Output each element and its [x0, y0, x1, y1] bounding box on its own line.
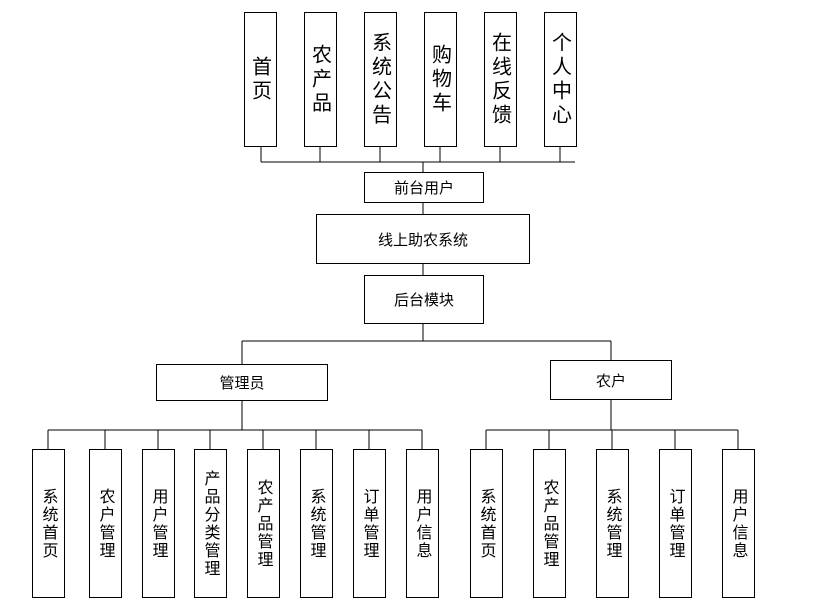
top-module-feedback: 在线反馈 [484, 12, 517, 147]
admin-module-label: 系统首页 [39, 487, 59, 560]
system-node: 线上助农系统 [316, 214, 530, 264]
top-module-label: 个人中心 [548, 31, 573, 128]
admin-module-user-mgmt: 用户管理 [142, 449, 175, 598]
farmer-module-label: 订单管理 [666, 487, 686, 560]
top-module-label: 系统公告 [368, 31, 393, 128]
farmer-module-order-mgmt: 订单管理 [659, 449, 692, 598]
backend-node: 后台模块 [364, 275, 484, 324]
admin-module-farmer-mgmt: 农户管理 [89, 449, 122, 598]
top-module-label: 在线反馈 [488, 31, 513, 128]
farmer-module-system-mgmt: 系统管理 [596, 449, 629, 598]
admin-module-label: 农户管理 [96, 487, 116, 560]
farmer-module-label: 用户信息 [729, 487, 749, 560]
admin-label: 管理员 [219, 374, 265, 392]
top-module-label: 首页 [248, 55, 273, 104]
farmer-label: 农户 [595, 371, 626, 390]
top-module-profile: 个人中心 [544, 12, 577, 147]
admin-module-user-info: 用户信息 [406, 449, 439, 598]
admin-node: 管理员 [156, 364, 328, 401]
top-module-cart: 购物车 [424, 12, 457, 147]
admin-module-category-mgmt: 产品分类管理 [194, 449, 227, 598]
top-module-announcements: 系统公告 [364, 12, 397, 147]
top-module-products: 农产品 [304, 12, 337, 147]
admin-module-label: 农产品管理 [254, 478, 274, 569]
front-user-node: 前台用户 [364, 172, 484, 203]
admin-module-label: 系统管理 [307, 487, 327, 560]
admin-module-order-mgmt: 订单管理 [353, 449, 386, 598]
farmer-node: 农户 [550, 360, 672, 400]
farmer-module-dashboard: 系统首页 [470, 449, 503, 598]
admin-module-label: 用户管理 [149, 487, 169, 560]
admin-module-product-mgmt: 农产品管理 [247, 449, 280, 598]
admin-module-dashboard: 系统首页 [32, 449, 65, 598]
admin-module-system-mgmt: 系统管理 [300, 449, 333, 598]
top-module-home: 首页 [244, 12, 277, 147]
farmer-module-user-info: 用户信息 [722, 449, 755, 598]
top-module-label: 购物车 [428, 43, 453, 116]
farmer-module-label: 系统管理 [603, 487, 623, 560]
farmer-module-label: 系统首页 [477, 487, 497, 560]
admin-module-label: 产品分类管理 [201, 469, 221, 578]
farmer-module-label: 农产品管理 [540, 478, 560, 569]
backend-label: 后台模块 [393, 291, 454, 309]
farmer-module-product-mgmt: 农产品管理 [533, 449, 566, 598]
admin-module-label: 订单管理 [360, 487, 380, 560]
system-label: 线上助农系统 [377, 230, 468, 249]
front-user-label: 前台用户 [393, 179, 454, 197]
top-module-label: 农产品 [308, 43, 333, 116]
admin-module-label: 用户信息 [413, 487, 433, 560]
